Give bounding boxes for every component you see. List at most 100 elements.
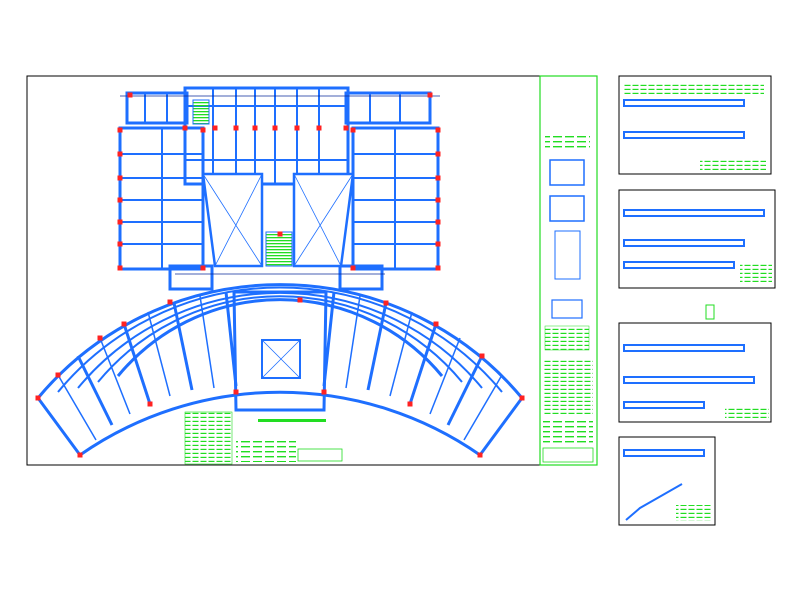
notes-3 [725, 406, 769, 420]
column-marker [519, 395, 525, 401]
column-marker [407, 401, 413, 407]
column-markers [35, 92, 525, 458]
beam-detail-4a [623, 449, 705, 457]
detail-sheet-3-border [618, 322, 772, 423]
beam-detail-2a [623, 209, 765, 217]
column-marker [321, 389, 327, 395]
detail-sheets [618, 75, 776, 526]
column-marker [316, 125, 322, 131]
column-marker [435, 175, 441, 181]
detail-sheet-1 [618, 75, 772, 175]
central-entrance [232, 290, 328, 412]
column-marker [435, 219, 441, 225]
drawing-caption [258, 419, 326, 422]
column-marker [272, 125, 278, 131]
column-marker [167, 299, 173, 305]
beam-detail-2c [623, 261, 735, 269]
column-marker [350, 265, 356, 271]
beam-detail-1b [623, 131, 745, 139]
column-marker [127, 92, 133, 98]
section-row-1 [624, 82, 764, 94]
schedule-table [544, 325, 590, 351]
general-notes [543, 360, 593, 414]
detail-sheet-2-border [618, 189, 776, 289]
column-marker [427, 92, 433, 98]
curved-wing-radials [36, 291, 524, 456]
revision-block [543, 420, 593, 444]
key-box [297, 448, 343, 462]
column-marker [343, 125, 349, 131]
top-grid-beams [120, 88, 438, 269]
detail-sheet-2 [618, 189, 776, 289]
arc-inner-4 [116, 298, 444, 377]
beam-detail-3c [623, 401, 705, 409]
column-marker [435, 127, 441, 133]
legend-table [184, 411, 343, 465]
title-block [539, 75, 598, 466]
column-marker [233, 125, 239, 131]
column-marker [117, 175, 123, 181]
main-drawing-sheet [26, 75, 598, 466]
arc-bottom [79, 390, 481, 457]
beam-detail-1a [623, 99, 745, 107]
right-service-core [344, 91, 432, 125]
entrance-void [261, 339, 301, 379]
column-marker [212, 125, 218, 131]
column-marker [117, 127, 123, 133]
detail-sheet-3 [618, 322, 772, 423]
central-stair [265, 231, 293, 267]
notes-1 [700, 160, 766, 170]
column-marker [200, 265, 206, 271]
column-marker [383, 300, 389, 306]
detail-sheet-4-border [618, 436, 716, 526]
legend-box [184, 411, 233, 465]
column-marker [117, 265, 123, 271]
column-marker [117, 197, 123, 203]
section-detail-4 [551, 299, 583, 319]
column-marker [435, 151, 441, 157]
entrance-block [232, 290, 328, 412]
column-marker [435, 265, 441, 271]
column-marker [233, 389, 239, 395]
column-marker [182, 125, 188, 131]
beam-detail-2b [623, 239, 745, 247]
column-marker [117, 219, 123, 225]
section-mark [705, 304, 715, 320]
column-marker [435, 241, 441, 247]
beam-detail-3a [623, 344, 745, 352]
curved-wing-secondary [57, 295, 503, 441]
sheet-number-block [542, 447, 594, 463]
column-marker [97, 335, 103, 341]
column-marker [479, 353, 485, 359]
column-marker [297, 297, 303, 303]
column-marker [200, 127, 206, 133]
column-marker [117, 151, 123, 157]
section-detail-2 [549, 195, 585, 222]
column-marker [77, 452, 83, 458]
column-marker [294, 125, 300, 131]
title-block-content [542, 134, 594, 463]
left-corridor-band [168, 264, 214, 291]
arc-outer [36, 283, 524, 399]
section-detail-3 [554, 230, 581, 280]
notes-block [236, 440, 296, 462]
column-marker [147, 401, 153, 407]
arc-inner-1 [57, 286, 503, 393]
left-service-core [125, 91, 189, 125]
sheet-border [26, 75, 598, 466]
column-marker [35, 395, 41, 401]
column-marker [252, 125, 258, 131]
top-central-wing [183, 86, 350, 186]
dimension-lines [120, 95, 440, 275]
notes-4 [676, 505, 712, 521]
arc-inner-3 [97, 295, 463, 383]
void-cross-marks [202, 173, 354, 267]
detail-sheet-4 [618, 436, 716, 526]
column-marker [435, 197, 441, 203]
notes-2 [740, 262, 772, 284]
beam-detail-3b [623, 376, 755, 384]
column-marker [433, 321, 439, 327]
top-left-stair [192, 99, 210, 125]
column-marker [117, 241, 123, 247]
